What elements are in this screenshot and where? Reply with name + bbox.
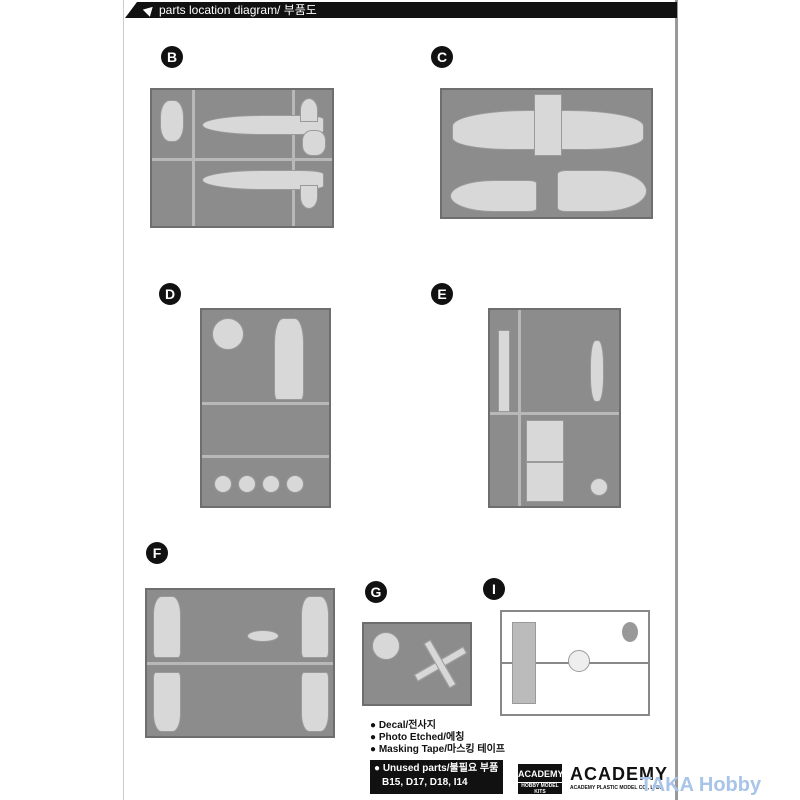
sprue-f: [145, 588, 335, 738]
instruction-page: [123, 0, 678, 800]
sprue-g: [362, 622, 472, 706]
sprue-label-f: F: [146, 542, 168, 564]
legend-text: Decal/전사지: [378, 720, 436, 731]
unused-parts-box: ● Unused parts/불필요 부품 B15, D17, D18, I14: [370, 760, 503, 794]
academy-box-logo: ACADEMY HOBBY MODEL KITS: [518, 764, 564, 795]
sprue-c: [440, 88, 653, 219]
legend: ● Decal/전사지 ● Photo Etched/에칭 ● Masking …: [370, 720, 505, 756]
unused-label: Unused parts/불필요 부품: [382, 763, 499, 774]
sprue-label-e: E: [431, 283, 453, 305]
legend-item-masking-tape: ● Masking Tape/마스킹 테이프: [370, 744, 505, 755]
legend-text: Photo Etched/에칭: [378, 732, 465, 743]
sprue-label-d: D: [159, 283, 181, 305]
section-header: parts location diagram/ 부품도: [125, 2, 677, 18]
logo-text: ACADEMY: [518, 769, 564, 779]
sprue-label-b: B: [161, 46, 183, 68]
logo-subtext: ACADEMY PLASTIC MODEL CO., LTD.: [570, 785, 662, 791]
legend-item-photo-etched: ● Photo Etched/에칭: [370, 732, 465, 743]
academy-main-logo: ACADEMY ACADEMY PLASTIC MODEL CO., LTD.: [570, 764, 668, 791]
sprue-e: [488, 308, 621, 508]
sprue-b: [150, 88, 334, 228]
sprue-i: [500, 610, 650, 716]
sprue-d: [200, 308, 331, 508]
sprue-label-c: C: [431, 46, 453, 68]
header-title: parts location diagram/ 부품도: [159, 3, 317, 17]
logo-text: ACADEMY: [570, 764, 669, 784]
sprue-label-i: I: [483, 578, 505, 600]
legend-text: Masking Tape/마스킹 테이프: [378, 744, 505, 755]
logo-subtext: HOBBY MODEL KITS: [518, 782, 562, 795]
unused-parts-list: B15, D17, D18, I14: [382, 777, 468, 788]
triangle-icon: [142, 3, 157, 17]
legend-item-decal: ● Decal/전사지: [370, 720, 436, 731]
sprue-label-g: G: [365, 581, 387, 603]
watermark: TAKA Hobby: [640, 774, 762, 796]
